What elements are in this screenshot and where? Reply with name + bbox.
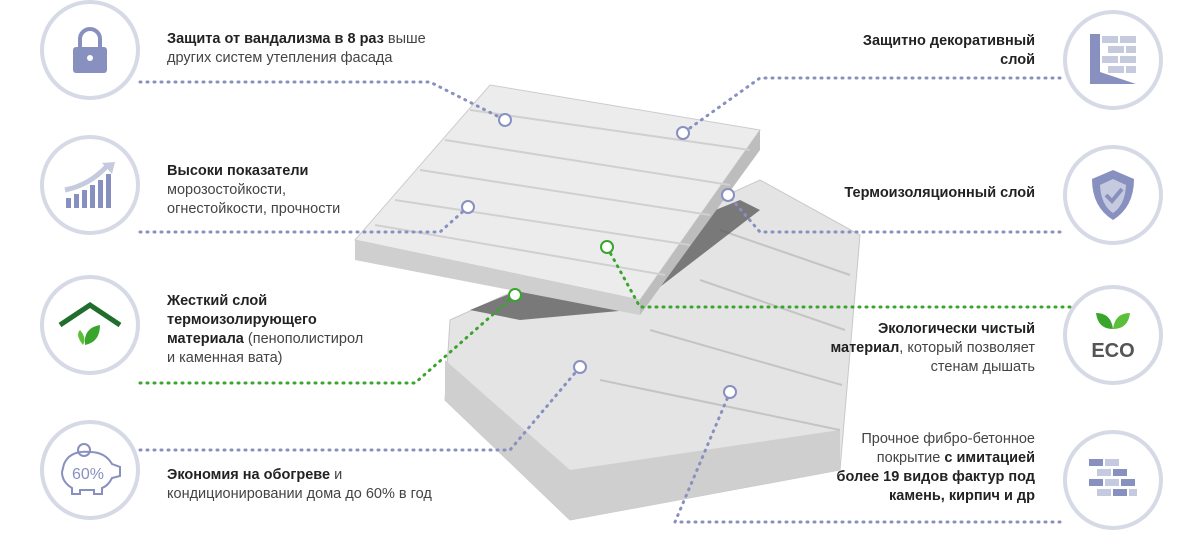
feature-insulation-material: Жесткий слой термоизолирующего материала… <box>167 292 367 368</box>
feature-title: Защита от вандализма в 8 раз <box>167 31 384 47</box>
feature-thermal-layer: Термоизоляционный слой <box>830 184 1035 203</box>
feature-title: Высоки показатели <box>167 163 309 179</box>
feature-title: с имитацией более 19 видов фактур под ка… <box>836 450 1035 504</box>
feature-fiber-concrete: Прочное фибро-бетонное покрытие с имитац… <box>835 430 1035 506</box>
feature-title: Экономия на обогреве <box>167 467 331 483</box>
eco-house-icon <box>40 275 140 375</box>
brick-wall-icon <box>1063 10 1163 110</box>
feature-title: Защитно декоративный слой <box>862 33 1035 68</box>
feature-text: морозостойкости, огнестойкости, прочност… <box>167 182 341 217</box>
feature-decorative-layer: Защитно декоративный слой <box>830 32 1035 70</box>
piggy-bank-icon: 60% <box>40 420 140 520</box>
piggy-label: 60% <box>72 466 104 483</box>
feature-durability: Высоки показатели морозостойкости, огнес… <box>167 162 367 219</box>
eco-label: ECO <box>1091 340 1134 362</box>
growth-chart-icon <box>40 135 140 235</box>
feature-title: Жесткий слой термоизолирующего материала <box>167 293 317 347</box>
feature-vandal-protection: Защита от вандализма в 8 раз выше других… <box>167 30 457 68</box>
shield-check-icon <box>1063 145 1163 245</box>
feature-text: выше других систем утепления фасада <box>167 31 426 66</box>
feature-title: Термоизоляционный слой <box>844 185 1035 201</box>
feature-text: (пенополистирол и каменная вата) <box>167 331 364 366</box>
feature-text: Прочное фибро-бетонное покрытие <box>861 431 1035 466</box>
lock-icon <box>40 0 140 100</box>
feature-text: и кондиционировании дома до 60% в год <box>167 467 432 502</box>
feature-eco-material: Экологически чистый материал, который по… <box>830 320 1035 377</box>
feature-text: , который позволяет стенам дышать <box>899 340 1035 375</box>
eco-leaf-icon: ECO <box>1063 285 1163 385</box>
bricks-icon <box>1063 430 1163 530</box>
feature-savings: Экономия на обогреве и кондиционировании… <box>167 466 467 504</box>
feature-title: Экологически чистый материал <box>830 321 1035 356</box>
